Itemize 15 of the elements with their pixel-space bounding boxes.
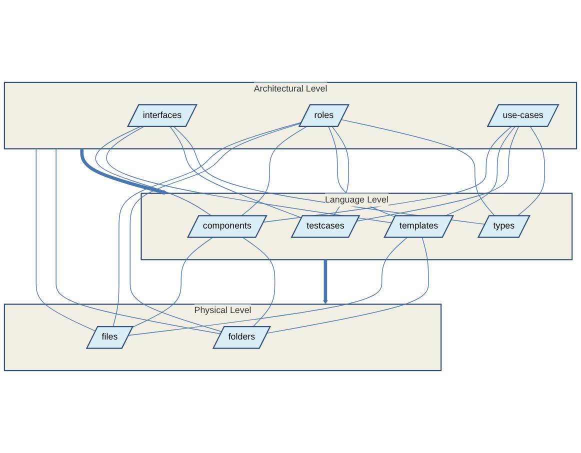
connector	[240, 126, 307, 216]
connector	[36, 148, 96, 332]
connector	[95, 126, 212, 216]
connector	[56, 148, 222, 334]
arrow	[80, 148, 168, 195]
connector	[132, 237, 213, 328]
arrow	[323, 260, 328, 304]
connector	[356, 126, 519, 222]
connector	[266, 237, 429, 334]
connector	[517, 126, 545, 216]
connector	[242, 237, 276, 328]
connector	[444, 126, 516, 216]
connector	[128, 237, 408, 336]
connector	[170, 126, 302, 218]
connector	[341, 119, 496, 216]
